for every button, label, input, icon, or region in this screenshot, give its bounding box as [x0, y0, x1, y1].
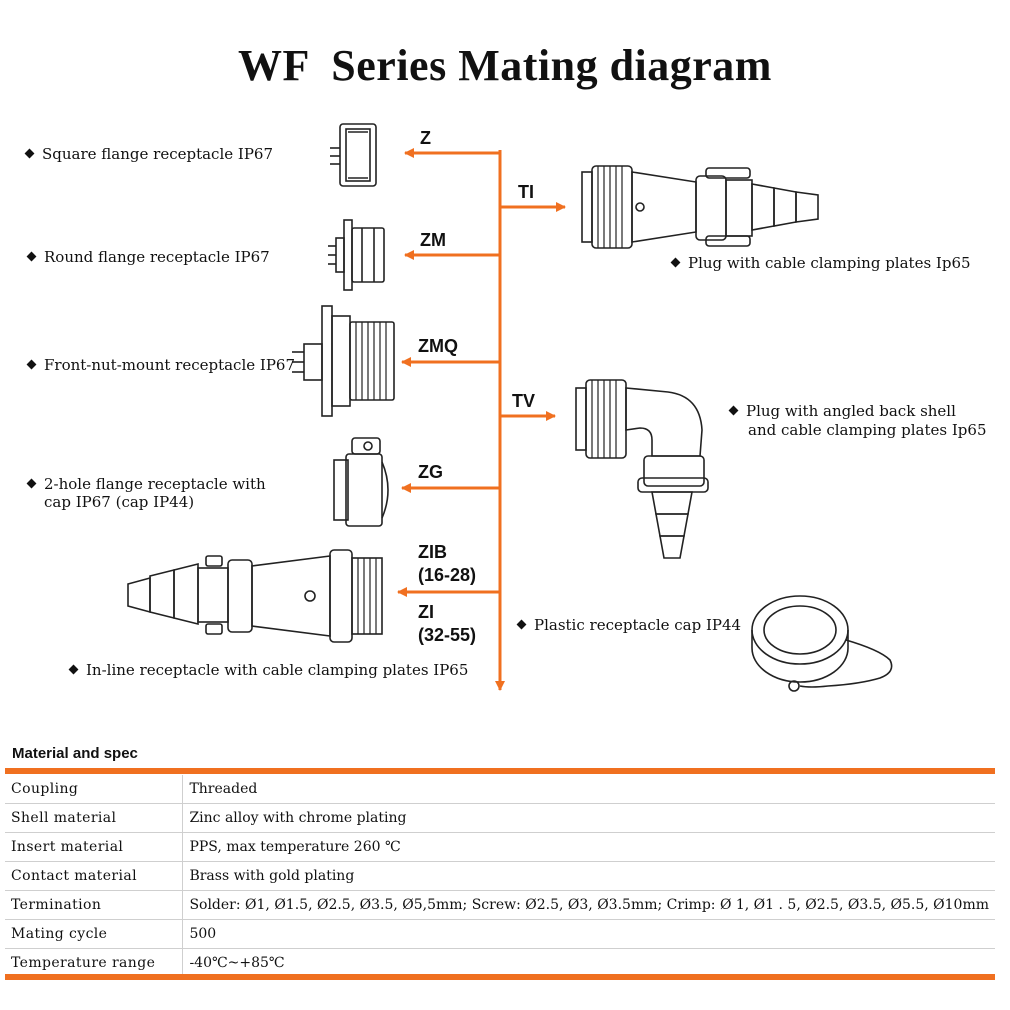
- two-hole-flange-receptacle-icon: [333, 437, 389, 527]
- spec-key: Insert material: [5, 832, 184, 862]
- spec-key: Termination: [5, 890, 184, 920]
- plastic-cap-icon: [751, 595, 893, 692]
- label-two-hole-flange-line2: cap IP67 (cap IP44): [44, 493, 195, 511]
- label-round-flange: Round flange receptacle IP67: [26, 247, 270, 267]
- mating-diagram: [127, 123, 893, 692]
- spec-title: Material and spec: [12, 745, 138, 762]
- spec-key: Shell material: [5, 803, 184, 833]
- bullet-icon: [26, 478, 37, 489]
- spec-key: Temperature range: [5, 948, 184, 977]
- spec-value: Threaded: [182, 775, 995, 804]
- label-angled-plug-line2: and cable clamping plates Ip65: [748, 421, 987, 439]
- bullet-icon: [516, 619, 527, 630]
- label-front-nut-mount: Front-nut-mount receptacle IP67: [26, 355, 295, 375]
- spec-bottom-bar: [5, 974, 995, 980]
- spec-value: 500: [182, 919, 995, 949]
- spec-value: Solder: Ø1, Ø1.5, Ø2.5, Ø3.5, Ø5,5mm; Sc…: [182, 890, 995, 920]
- front-nut-mount-receptacle-icon: [292, 305, 395, 417]
- code-zi: ZI: [418, 602, 434, 622]
- bullet-icon: [26, 359, 37, 370]
- code-ti: TI: [518, 182, 534, 202]
- bullet-icon: [26, 251, 37, 262]
- plug-clamping-plates-icon: [581, 165, 819, 249]
- spec-value: Brass with gold plating: [182, 861, 995, 891]
- code-zib-range: (16-28): [418, 565, 477, 585]
- code-zi-range: (32-55): [418, 625, 477, 645]
- code-zib: ZIB: [418, 542, 447, 562]
- bullet-icon: [728, 405, 739, 416]
- bullet-icon: [68, 664, 79, 675]
- spec-key: Coupling: [5, 775, 184, 804]
- code-z: Z: [420, 128, 431, 148]
- spec-key: Contact material: [5, 861, 184, 891]
- spec-key: Mating cycle: [5, 919, 184, 949]
- spec-value: -40℃~+85℃: [189, 955, 285, 971]
- table-row: Temperature range -40℃~+85℃: [5, 948, 995, 977]
- label-inline-receptacle: In-line receptacle with cable clamping p…: [68, 660, 468, 680]
- spec-top-bar: [5, 768, 995, 774]
- code-zm: ZM: [420, 230, 446, 250]
- label-plastic-cap: Plastic receptacle cap IP44: [516, 615, 741, 635]
- code-zg: ZG: [418, 462, 443, 482]
- spec-value: Zinc alloy with chrome plating: [182, 803, 995, 833]
- spec-value: PPS, max temperature 260 ℃: [182, 832, 995, 862]
- label-angled-plug: Plug with angled back shell: [728, 401, 956, 421]
- bullet-icon: [670, 257, 681, 268]
- inline-receptacle-icon: [127, 549, 383, 643]
- code-zmq: ZMQ: [418, 336, 458, 356]
- label-two-hole-flange: 2-hole flange receptacle with: [26, 474, 266, 494]
- label-plug-clamping: Plug with cable clamping plates Ip65: [670, 253, 971, 273]
- bullet-icon: [24, 148, 35, 159]
- label-square-flange: Square flange receptacle IP67: [24, 144, 273, 164]
- code-tv: TV: [512, 391, 536, 411]
- page-title: WF Series Mating diagram: [238, 41, 772, 90]
- round-flange-receptacle-icon: [328, 219, 385, 291]
- angled-plug-icon: [575, 379, 709, 559]
- square-flange-receptacle-icon: [330, 123, 377, 187]
